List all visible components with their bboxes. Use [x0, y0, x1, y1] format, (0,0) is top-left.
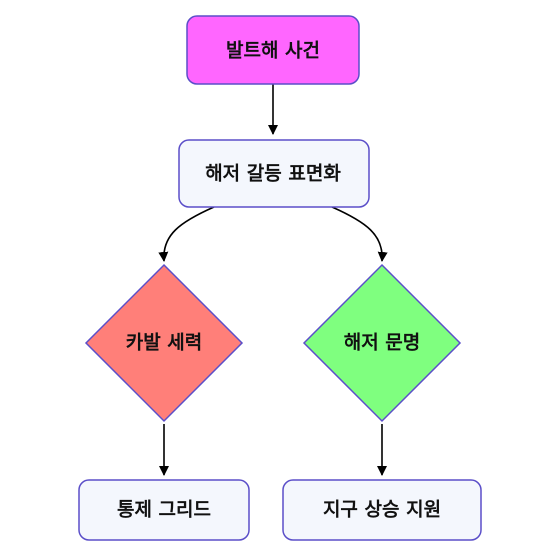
- node-grid-label: 통제 그리드: [117, 499, 211, 521]
- node-support: 지구 상승 지원: [282, 479, 482, 541]
- node-conflict: 해저 갈등 표면화: [178, 139, 370, 208]
- edge-conflict-to-caval: [158, 206, 215, 262]
- node-civ-diamond: [302, 263, 462, 423]
- edge-conflict-to-civ: [331, 206, 388, 262]
- node-event-label: 발트해 사건: [226, 40, 320, 62]
- edges: [158, 84, 388, 476]
- node-support-box: [282, 479, 482, 541]
- node-grid: 통제 그리드: [78, 479, 250, 541]
- node-civ-label: 해저 문명: [344, 332, 421, 354]
- node-civ: 해저 문명: [302, 263, 462, 423]
- node-conflict-box: [178, 139, 370, 208]
- node-event: 발트해 사건: [186, 15, 360, 85]
- node-conflict-label: 해저 갈등 표면화: [205, 163, 341, 185]
- node-caval-label: 카발 세력: [126, 332, 203, 354]
- node-caval-diamond: [84, 263, 244, 423]
- node-caval: 카발 세력: [84, 263, 244, 423]
- node-grid-box: [78, 479, 250, 541]
- node-support-label: 지구 상승 지원: [323, 499, 441, 521]
- node-event-box: [186, 15, 360, 85]
